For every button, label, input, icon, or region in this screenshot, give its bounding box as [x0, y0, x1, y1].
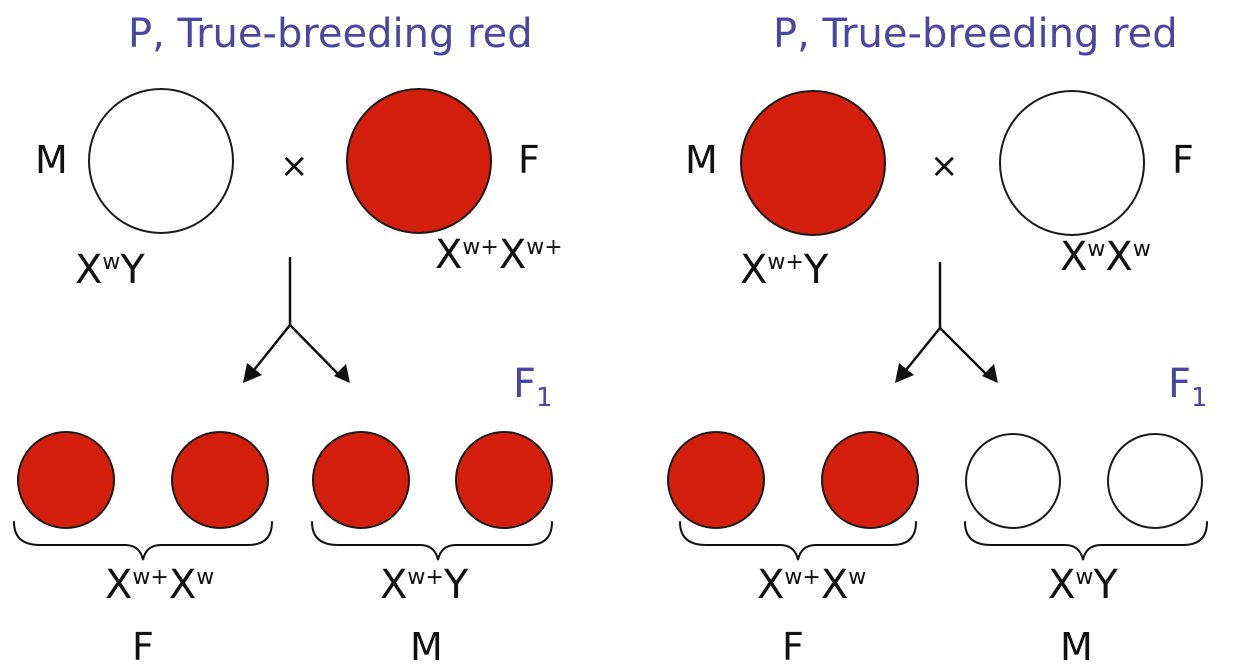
cross-right-female-genotype: XwXw — [1060, 234, 1151, 280]
cross-right-offspring-male-genotype: XwY — [1048, 562, 1118, 608]
cross-right-female-sex-label: F — [1172, 138, 1194, 182]
cross-left: P, True-breeding red M × F XwY Xw+Xw+ F1… — [13, 11, 563, 665]
cross-right-offspring-male-eye-2 — [1107, 433, 1203, 529]
cross-right-female-brace — [679, 521, 917, 561]
cross-right-title: P, True-breeding red — [773, 11, 1178, 57]
cross-right: P, True-breeding red M × F Xw+Y XwXw F1 … — [667, 11, 1208, 665]
cross-right-male-genotype: Xw+Y — [740, 247, 829, 293]
cross-right-split-arrow — [895, 261, 998, 383]
cross-right-offspring-female-sex-label: F — [782, 625, 804, 665]
cross-left-cross-symbol: × — [280, 146, 309, 186]
cross-left-male-brace — [311, 521, 553, 561]
cross-right-female-eye — [999, 90, 1145, 236]
cross-right-cross-symbol: × — [930, 146, 959, 186]
cross-left-male-sex-label: M — [35, 138, 68, 182]
cross-left-split-arrow — [243, 256, 350, 383]
cross-left-female-brace — [13, 521, 273, 561]
cross-left-female-sex-label: F — [518, 138, 540, 182]
cross-right-male-sex-label: M — [685, 138, 718, 182]
cross-right-offspring-female-eye-2 — [821, 431, 919, 529]
cross-left-offspring-female-sex-label: F — [132, 625, 154, 665]
cross-right-offspring-male-eye-1 — [965, 433, 1061, 529]
cross-right-male-brace — [964, 521, 1208, 561]
cross-left-male-eye — [88, 88, 234, 234]
cross-right-male-eye — [740, 90, 886, 236]
cross-right-f1-label: F1 — [1168, 361, 1208, 413]
cross-left-female-genotype: Xw+Xw+ — [435, 232, 563, 278]
cross-left-male-genotype: XwY — [75, 247, 145, 293]
cross-left-offspring-male-eye-2 — [455, 431, 553, 529]
cross-left-f1-label: F1 — [513, 361, 553, 413]
cross-left-offspring-female-genotype: Xw+Xw — [105, 562, 214, 608]
cross-left-offspring-male-genotype: Xw+Y — [380, 562, 469, 608]
cross-left-female-eye — [346, 88, 492, 234]
cross-left-title: P, True-breeding red — [128, 11, 533, 57]
cross-left-offspring-male-eye-1 — [312, 431, 410, 529]
cross-right-offspring-female-genotype: Xw+Xw — [757, 562, 866, 608]
cross-left-offspring-male-sex-label: M — [410, 625, 443, 665]
cross-left-offspring-female-eye-1 — [17, 431, 115, 529]
cross-left-offspring-female-eye-2 — [171, 431, 269, 529]
cross-right-offspring-male-sex-label: M — [1060, 625, 1093, 665]
cross-right-offspring-female-eye-1 — [667, 431, 765, 529]
